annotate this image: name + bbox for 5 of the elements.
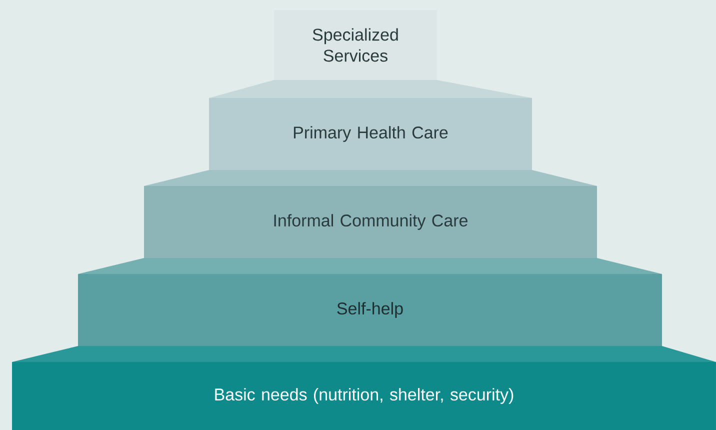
step-box: Primary Health Care (209, 80, 532, 170)
step-box: Specialized Services (274, 10, 437, 80)
step-box: Self-help (78, 258, 662, 346)
step-box: Informal Community Care (144, 170, 597, 258)
step-box: Basic needs (nutrition, shelter, security) (12, 346, 716, 430)
